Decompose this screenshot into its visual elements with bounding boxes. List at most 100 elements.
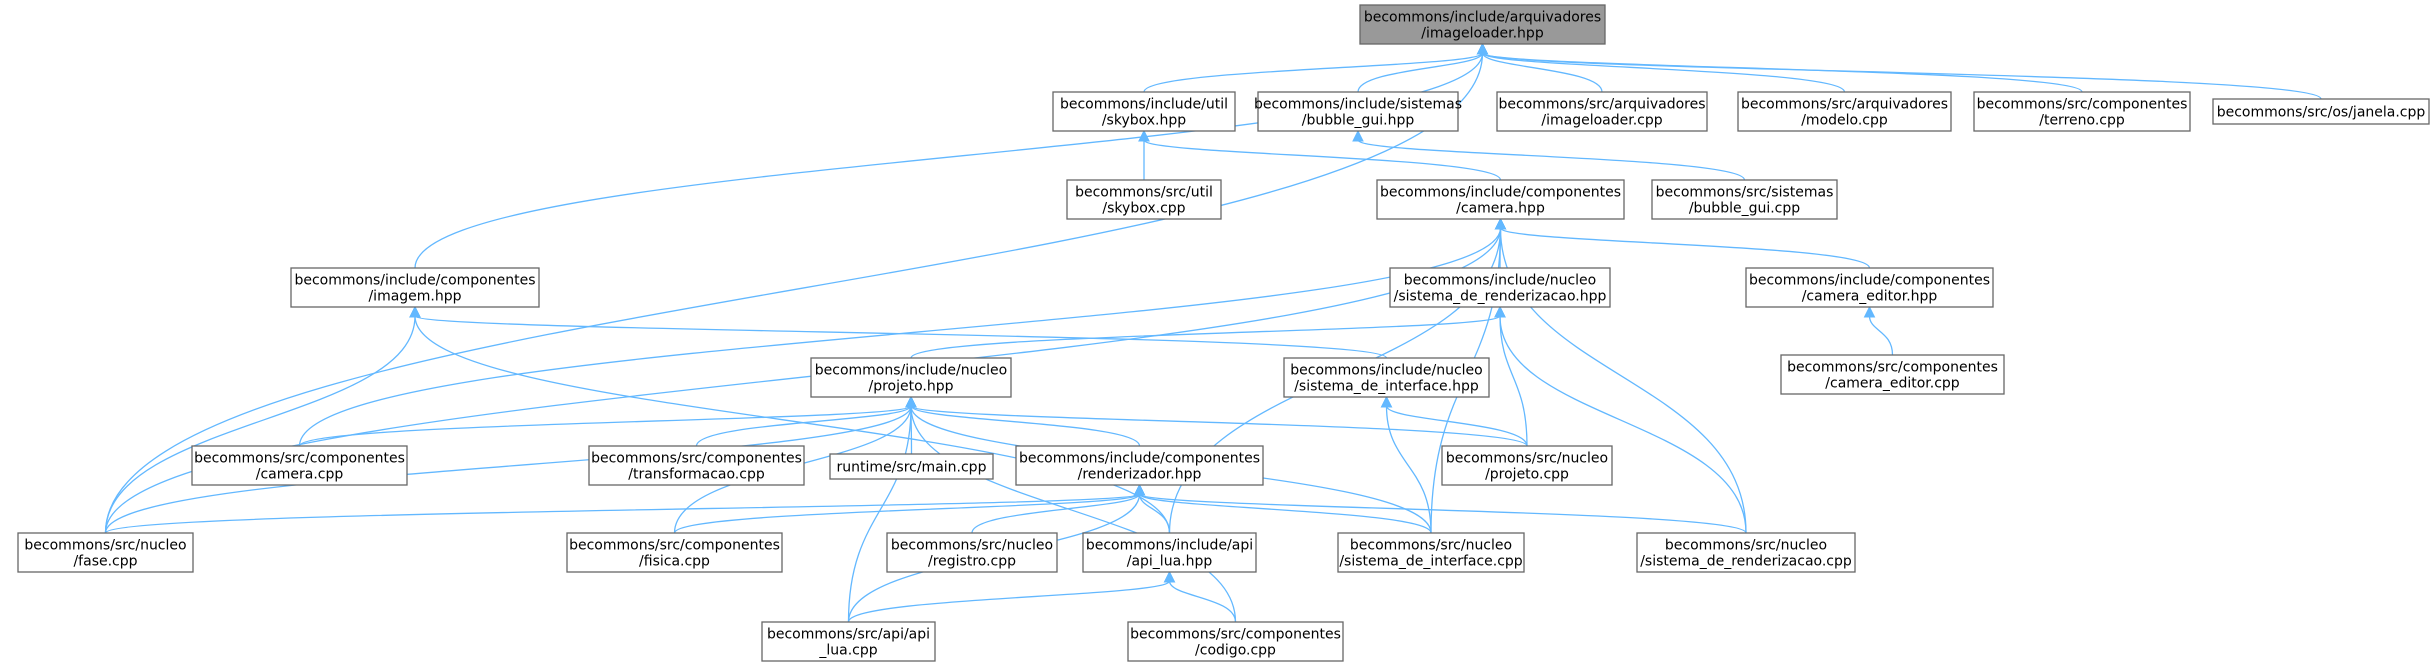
edge-line	[1868, 315, 1894, 356]
node-label-line: /modelo.cpp	[1801, 113, 1888, 129]
edge-imagem_hpp-to-fase_cpp	[104, 305, 421, 534]
node-box	[1780, 354, 2005, 395]
edge-layer	[104, 42, 2322, 623]
node-layer: becommons/include/arquivadores/imageload…	[17, 4, 2430, 662]
node-label-line: becommons/include/api	[1086, 538, 1253, 554]
node-terreno-cpp[interactable]: becommons/src/componentes/terreno.cpp	[1973, 91, 2191, 132]
edge-line	[104, 315, 416, 534]
node-main-cpp[interactable]: runtime/src/main.cpp	[829, 453, 994, 480]
edge-line	[414, 315, 1388, 359]
node-label-line: becommons/src/util	[1075, 185, 1213, 201]
edge-renderizador_hpp-to-fase_cpp	[104, 483, 1146, 534]
node-label-line: /skybox.cpp	[1102, 201, 1185, 217]
node-label-line: /codigo.cpp	[1195, 643, 1276, 659]
node-label-line: /sistema_de_interface.cpp	[1339, 554, 1522, 570]
node-box	[17, 532, 194, 573]
node-box	[1337, 532, 1525, 573]
edge-line	[104, 493, 1141, 534]
edge-imageloader_hpp-to-janela_cpp	[1476, 42, 2322, 100]
edge-line	[1385, 405, 1432, 534]
edge-line	[1499, 315, 1528, 447]
edge-line	[695, 405, 912, 447]
node-fisica-cpp[interactable]: becommons/src/componentes/fisica.cpp	[566, 532, 783, 573]
node-label-line: /renderizador.hpp	[1078, 467, 1202, 483]
node-box	[1973, 91, 2191, 132]
node-transformacao-cpp[interactable]: becommons/src/componentes/transformacao.…	[588, 445, 805, 486]
node-renderizador-hpp[interactable]: becommons/include/componentes/renderizad…	[1015, 445, 1264, 486]
node-codigo-cpp[interactable]: becommons/src/componentes/codigo.cpp	[1127, 621, 1344, 662]
node-label-line: _lua.cpp	[818, 643, 877, 659]
node-label-line: /terreno.cpp	[2039, 113, 2125, 129]
edge-line	[971, 493, 1141, 534]
node-camera-editor-cpp[interactable]: becommons/src/componentes/camera_editor.…	[1780, 354, 2005, 395]
node-box	[761, 621, 936, 662]
edge-imagem_hpp-to-api_lua_hpp	[409, 305, 1171, 534]
node-label-line: becommons/include/nucleo	[815, 363, 1007, 379]
arrowhead	[1476, 42, 1489, 55]
node-box	[1066, 179, 1222, 220]
edge-imageloader_hpp-to-fase_cpp	[104, 42, 1489, 534]
node-projeto-hpp[interactable]: becommons/include/nucleo/projeto.hpp	[810, 357, 1012, 398]
node-box	[1651, 179, 1838, 220]
node-imageloader-cpp[interactable]: becommons/src/arquivadores/imageloader.c…	[1496, 91, 1708, 132]
node-label-line: becommons/src/nucleo	[1665, 538, 1827, 554]
node-label-line: becommons/src/componentes	[569, 538, 780, 554]
edge-renderizador_hpp-to-fisica_cpp	[673, 483, 1146, 534]
node-box	[810, 357, 1012, 398]
node-imageloader-hpp[interactable]: becommons/include/arquivadores/imageload…	[1359, 4, 1606, 45]
edge-line	[298, 227, 1502, 447]
node-box	[1052, 91, 1236, 132]
edge-sistema_render_hpp-to-projeto_cpp	[1494, 305, 1528, 447]
node-label-line: becommons/src/arquivadores	[1498, 97, 1705, 113]
node-label-line: /bubble_gui.hpp	[1302, 113, 1415, 129]
node-label-line: /camera.hpp	[1456, 201, 1545, 217]
node-fase-cpp[interactable]: becommons/src/nucleo/fase.cpp	[17, 532, 194, 573]
edge-line	[104, 52, 1484, 534]
edge-sistema_render_hpp-to-projeto_hpp	[910, 305, 1506, 359]
node-box	[588, 445, 805, 486]
node-sistema-render-hpp[interactable]: becommons/include/nucleo/sistema_de_rend…	[1389, 267, 1611, 308]
arrowhead	[409, 305, 421, 318]
edge-projeto_hpp-to-projeto_cpp	[905, 395, 1528, 447]
node-api-lua-hpp[interactable]: becommons/include/api/api_lua.hpp	[1082, 532, 1257, 573]
edge-renderizador_hpp-to-sistema_render_cpp	[1133, 483, 1747, 534]
edge-line	[1481, 52, 1846, 93]
node-box	[1257, 91, 1459, 132]
node-label-line: /registro.cpp	[928, 554, 1016, 570]
node-camera-cpp[interactable]: becommons/src/componentes/camera.cpp	[191, 445, 408, 486]
node-camera-editor-hpp[interactable]: becommons/include/componentes/camera_edi…	[1745, 267, 1994, 308]
node-label-line: /skybox.hpp	[1102, 113, 1186, 129]
node-sistema-interface-cpp[interactable]: becommons/src/nucleo/sistema_de_interfac…	[1337, 532, 1525, 573]
node-bubble-gui-hpp[interactable]: becommons/include/sistemas/bubble_gui.hp…	[1254, 91, 1462, 132]
node-api-lua-cpp[interactable]: becommons/src/api/api_lua.cpp	[761, 621, 936, 662]
node-box	[2212, 98, 2430, 125]
node-label-line: becommons/src/nucleo	[1350, 538, 1512, 554]
edge-line	[847, 580, 1171, 623]
node-bubble-gui-cpp[interactable]: becommons/src/sistemas/bubble_gui.cpp	[1651, 179, 1838, 220]
node-registro-cpp[interactable]: becommons/src/nucleo/registro.cpp	[886, 532, 1058, 573]
edge-camera_hpp-to-sistema_render_cpp	[1494, 217, 1747, 534]
node-projeto-cpp[interactable]: becommons/src/nucleo/projeto.cpp	[1441, 445, 1613, 486]
node-box	[1359, 4, 1606, 45]
node-imagem-hpp[interactable]: becommons/include/componentes/imagem.hpp	[290, 267, 540, 308]
edge-line	[1481, 52, 2083, 93]
edge-line	[1168, 580, 1237, 623]
node-box	[1441, 445, 1613, 486]
node-modelo-cpp[interactable]: becommons/src/arquivadores/modelo.cpp	[1737, 91, 1952, 132]
node-sistema-render-cpp[interactable]: becommons/src/nucleo/sistema_de_renderiz…	[1636, 532, 1856, 573]
node-label-line: becommons/src/os/janela.cpp	[2217, 105, 2426, 121]
edge-line	[1143, 52, 1484, 93]
node-label-line: becommons/src/componentes	[591, 451, 802, 467]
node-label-line: /fisica.cpp	[639, 554, 710, 570]
node-label-line: becommons/src/nucleo	[1446, 451, 1608, 467]
arrowhead	[1133, 483, 1146, 496]
node-janela-cpp[interactable]: becommons/src/os/janela.cpp	[2212, 98, 2430, 125]
node-box	[1015, 445, 1264, 486]
node-sistema-interface-hpp[interactable]: becommons/include/nucleo/sistema_de_inte…	[1283, 357, 1490, 398]
node-camera-hpp[interactable]: becommons/include/componentes/camera.hpp	[1376, 179, 1625, 220]
node-skybox-cpp[interactable]: becommons/src/util/skybox.cpp	[1066, 179, 1222, 220]
node-skybox-hpp[interactable]: becommons/include/util/skybox.hpp	[1052, 91, 1236, 132]
edge-sistema_render_hpp-to-sistema_render_cpp	[1494, 305, 1747, 534]
edge-line	[1481, 52, 2322, 100]
